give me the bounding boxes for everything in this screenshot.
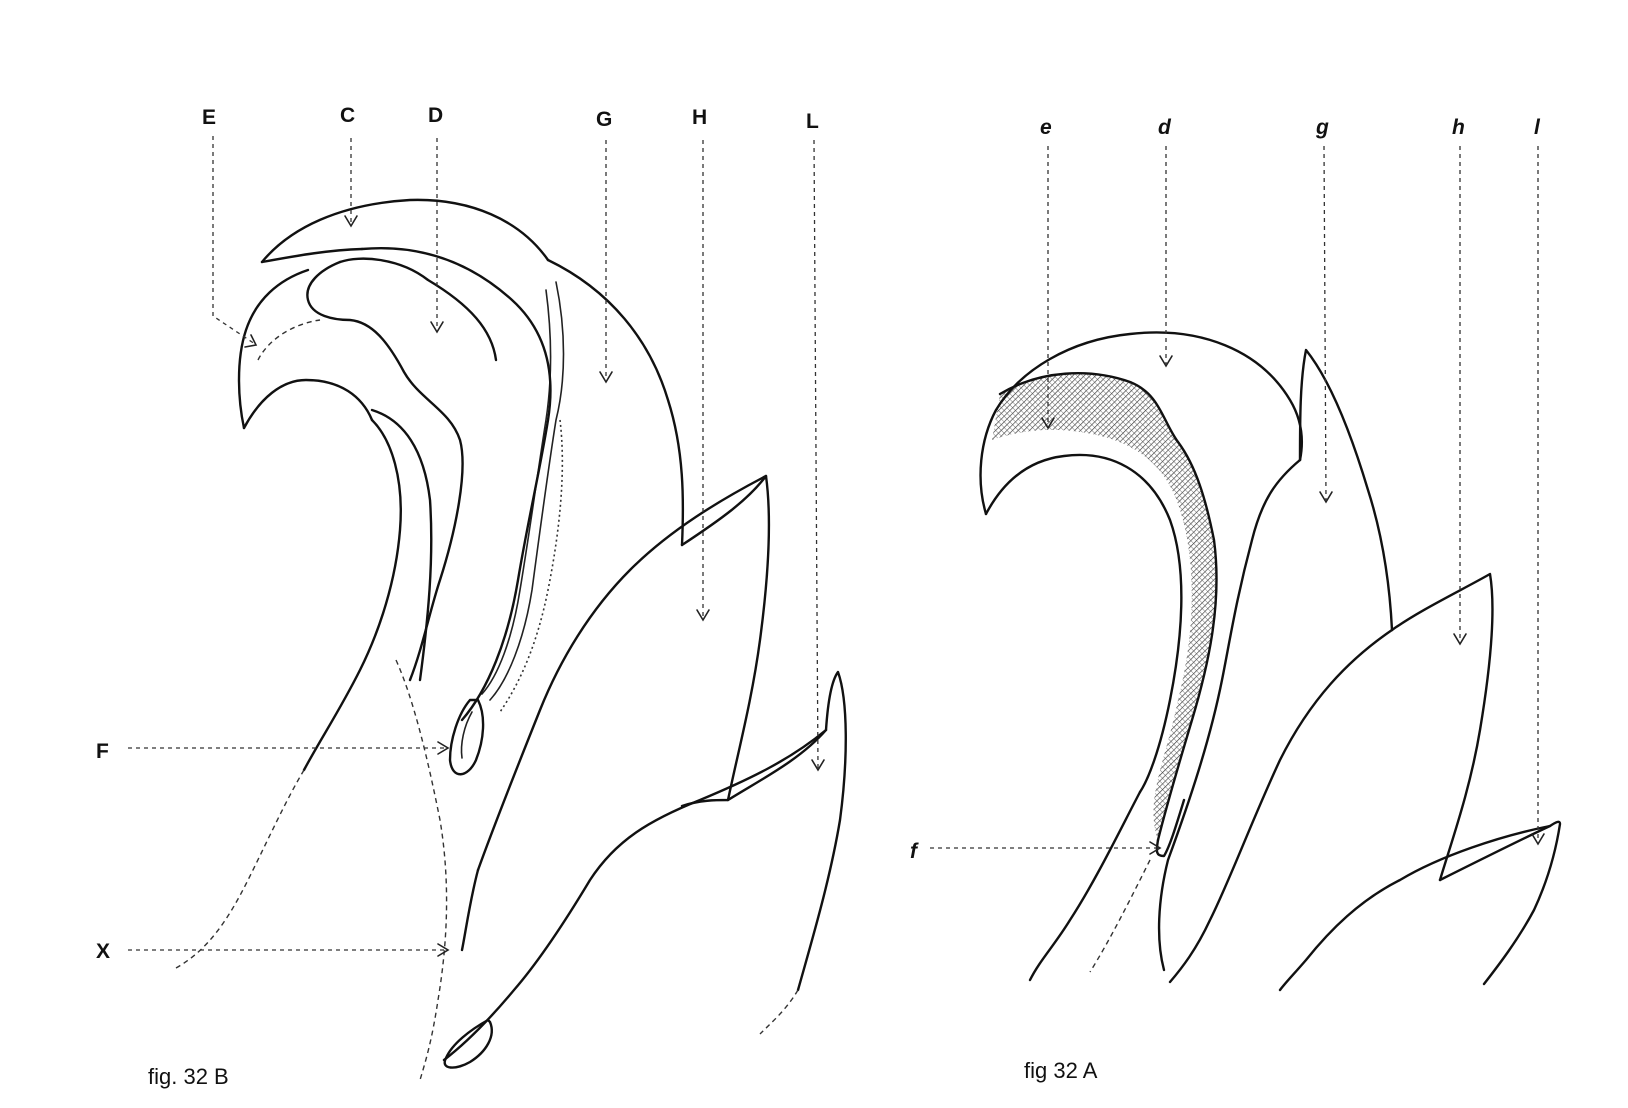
inner-strip-dotted	[499, 419, 564, 713]
leader-g-a	[1323, 145, 1327, 501]
inner-strip-inner	[481, 289, 552, 695]
stem-left-spine	[302, 418, 402, 772]
hook-e-dash	[257, 319, 321, 361]
arrowhead-c	[344, 215, 358, 228]
label-h: h	[1452, 116, 1465, 139]
sheath-h-a-outline	[1390, 572, 1494, 882]
arrowhead-d-a	[1159, 355, 1173, 368]
segment-d-lip	[306, 260, 464, 682]
stem-dashed-base	[175, 769, 305, 969]
label-l: l	[1534, 116, 1541, 139]
shaded-band	[992, 373, 1217, 840]
loop-f	[448, 698, 485, 776]
base-loop	[443, 1018, 493, 1069]
arrowhead-d	[430, 321, 444, 334]
leader-e	[212, 136, 256, 345]
base-x-dash	[395, 659, 448, 1081]
inner-strip-outer	[489, 281, 565, 701]
sheath-h-a-left	[1168, 628, 1394, 984]
loop-f-inner	[460, 711, 473, 759]
label-g: g	[1315, 116, 1329, 139]
sheath-g-outline	[546, 258, 685, 547]
stem-a-dash	[1089, 859, 1151, 973]
label-H: H	[692, 106, 707, 129]
hook-e-outline	[237, 268, 310, 430]
leaders-b	[128, 136, 825, 957]
sheath-l-a-outline	[1438, 820, 1562, 986]
segment-d-inner	[338, 257, 498, 362]
hook-e-outer-a	[998, 372, 1218, 842]
arrowhead-x	[437, 943, 450, 957]
hood-c-outline	[260, 198, 550, 264]
arrowhead-g	[599, 371, 613, 384]
arrowhead-f	[437, 741, 450, 755]
label-G: G	[596, 108, 612, 131]
stem-a-left	[1028, 790, 1142, 982]
figure-32b: E C D G H L F X fig. 32 B	[96, 104, 847, 1089]
sheath-g-a-left	[1157, 458, 1302, 972]
stem-inner-curve	[370, 408, 433, 682]
figure-32a: e d g h l f fig 32 A	[910, 116, 1562, 1083]
arrowhead-l	[811, 759, 825, 772]
arrowhead-h	[696, 609, 710, 622]
label-D: D	[428, 104, 443, 127]
label-f: f	[910, 840, 919, 863]
caption-fig-32b: fig. 32 B	[148, 1064, 229, 1089]
hook-e-inner	[242, 378, 374, 430]
arrowhead-e	[244, 334, 258, 348]
arrowhead-h-a	[1453, 633, 1467, 646]
sheath-l-a-left	[1278, 824, 1552, 992]
label-X: X	[96, 940, 110, 963]
label-L: L	[806, 110, 819, 133]
arrowhead-f-a	[1149, 841, 1162, 855]
label-C: C	[340, 104, 355, 127]
caption-fig-32a: fig 32 A	[1024, 1058, 1098, 1083]
hood-d-outline	[979, 331, 1304, 516]
sheath-l-outline	[726, 670, 847, 992]
label-d: d	[1158, 116, 1172, 139]
sheath-l-base-dash	[759, 989, 799, 1035]
arrowhead-g-a	[1319, 491, 1333, 504]
label-e: e	[1040, 116, 1052, 139]
sheath-l-left	[442, 728, 828, 1062]
leader-l	[813, 139, 819, 769]
label-F: F	[96, 740, 109, 763]
leaders-a	[930, 145, 1545, 855]
arrowhead-l-a	[1531, 833, 1545, 846]
label-E: E	[202, 106, 216, 129]
sheath-h-outline	[680, 474, 771, 808]
segment-d-outline	[360, 247, 552, 722]
hook-e-inner-a	[984, 453, 1183, 794]
sheath-g-a-outline	[1298, 348, 1394, 632]
sheath-h-left	[476, 474, 768, 872]
lower-sheath-line	[460, 868, 480, 952]
arrowhead-e-a	[1041, 417, 1055, 430]
hood-c-rim	[260, 247, 364, 264]
